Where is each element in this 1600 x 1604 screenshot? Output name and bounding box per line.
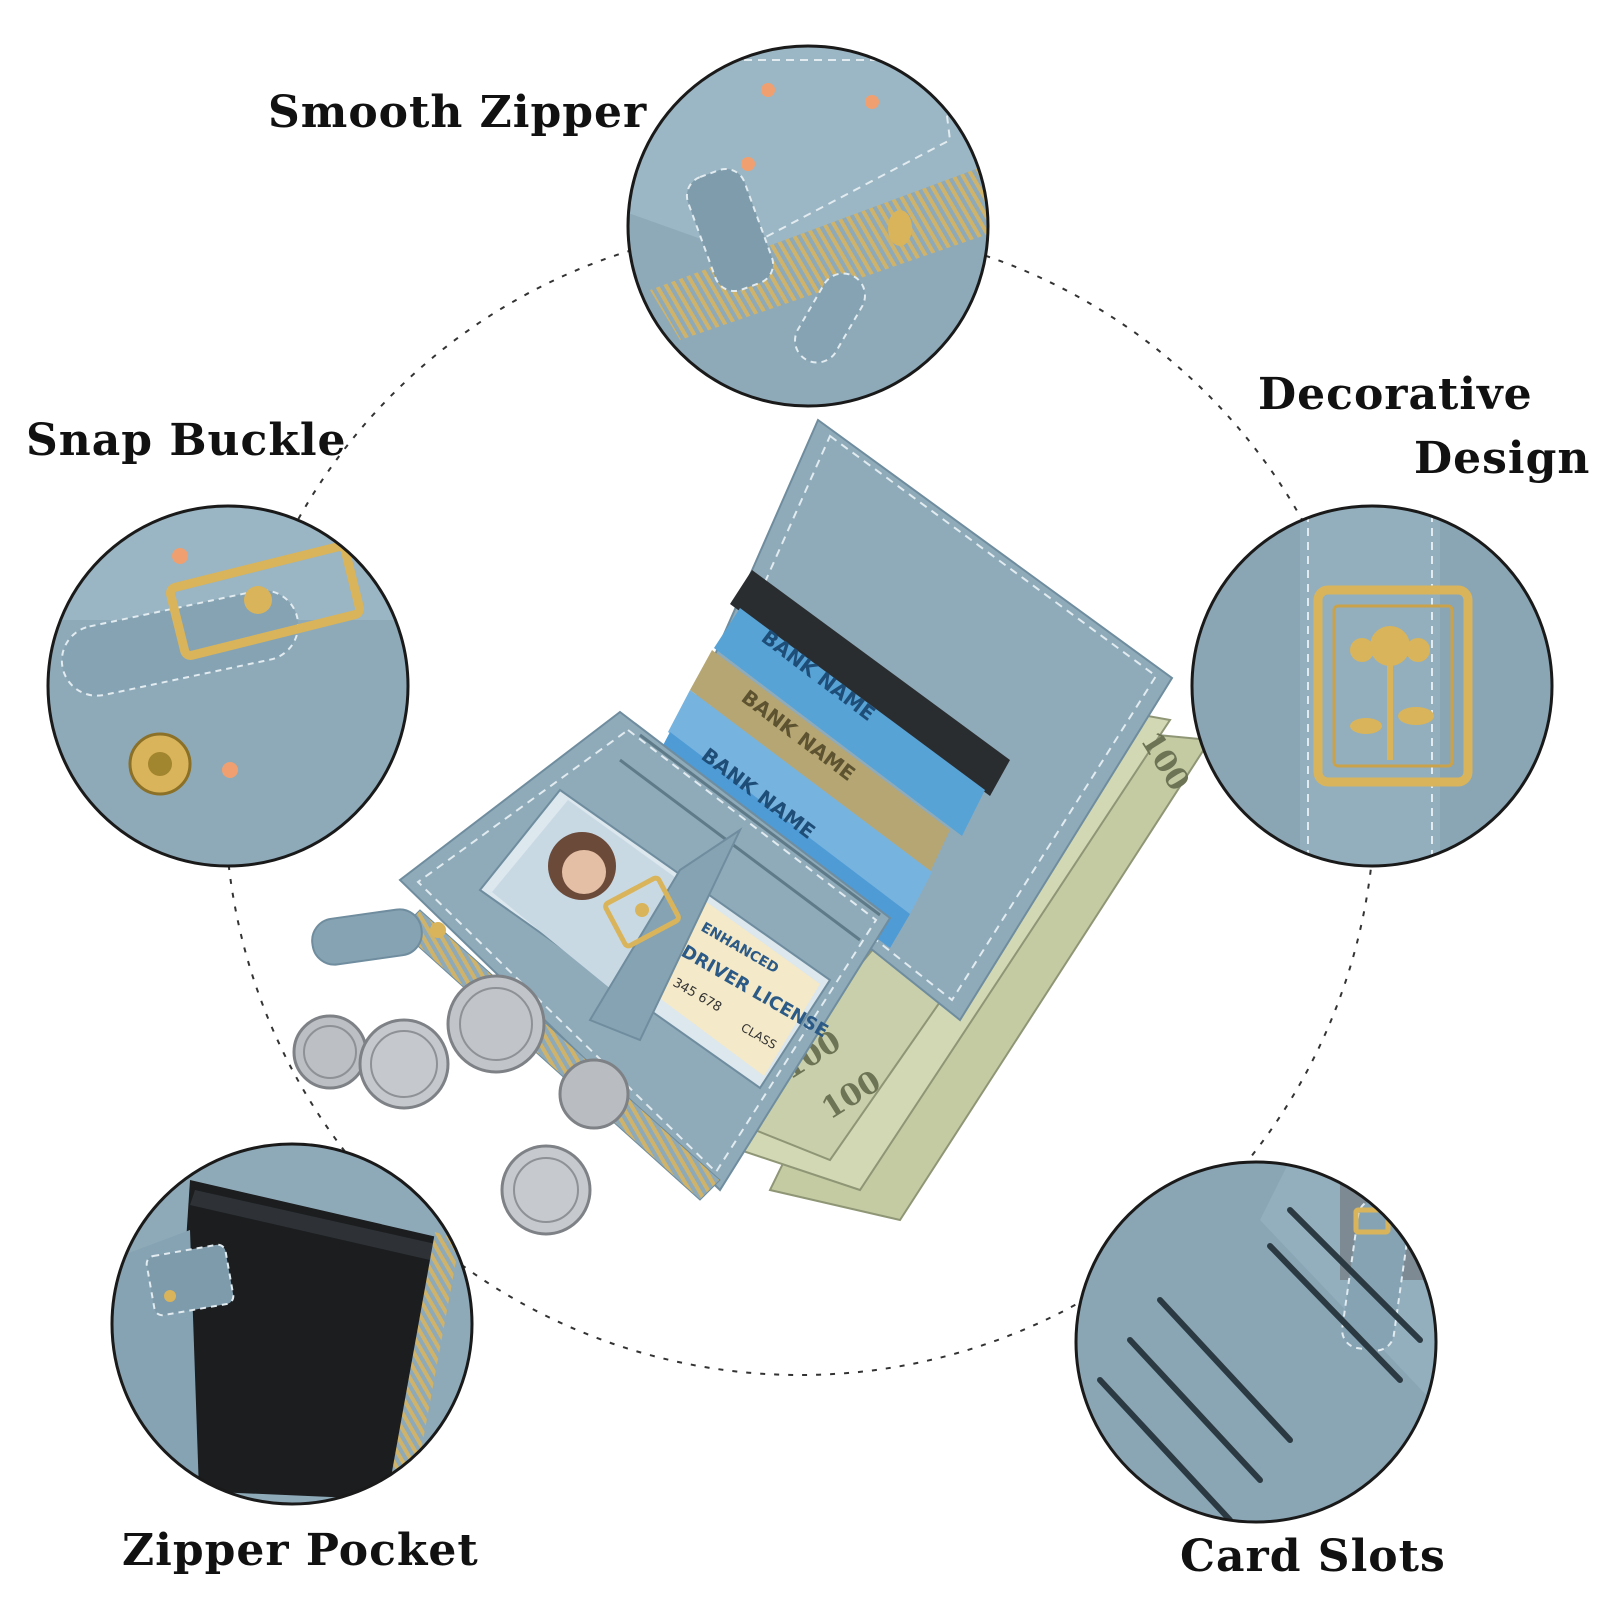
label-smooth-zipper: Smooth Zipper [268,87,648,138]
zipper-pull-icon [311,908,423,966]
detail-circle-card-slots [1074,1160,1438,1524]
coin-icon [558,1058,630,1130]
coin-icon [446,974,546,1074]
coins [292,974,630,1236]
label-decorative-design-line1: Decorative [1258,369,1533,420]
flower-buckle-icon [1313,585,1473,787]
label-card-slots: Card Slots [1180,1531,1446,1582]
zipper-pull-icon [794,272,866,364]
pocket-interior [170,1180,450,1500]
label-snap-buckle: Snap Buckle [26,415,347,466]
card-slot-lines [1097,1207,1423,1522]
flower-buckle-icon [603,875,681,949]
detail-circle-snap-buckle [46,504,410,868]
zipper-track [388,1232,460,1500]
flower-print [741,83,879,171]
coin-icon [358,1018,450,1110]
label-zipper-pocket: Zipper Pocket [122,1525,479,1576]
detail-circle-smooth-zipper [626,44,990,408]
flower-buckle-icon [165,542,365,660]
open-wallet: 100 100 100 BANK NAME BANK NAME BANK NAM… [311,418,1212,1222]
label-decorative-design-line2: Design [1414,433,1591,484]
coin-icon [500,1144,592,1236]
detail-circle-decorative-design [1190,504,1554,868]
wallet-strap [588,827,743,1042]
detail-circle-zipper-pocket [110,1142,474,1506]
